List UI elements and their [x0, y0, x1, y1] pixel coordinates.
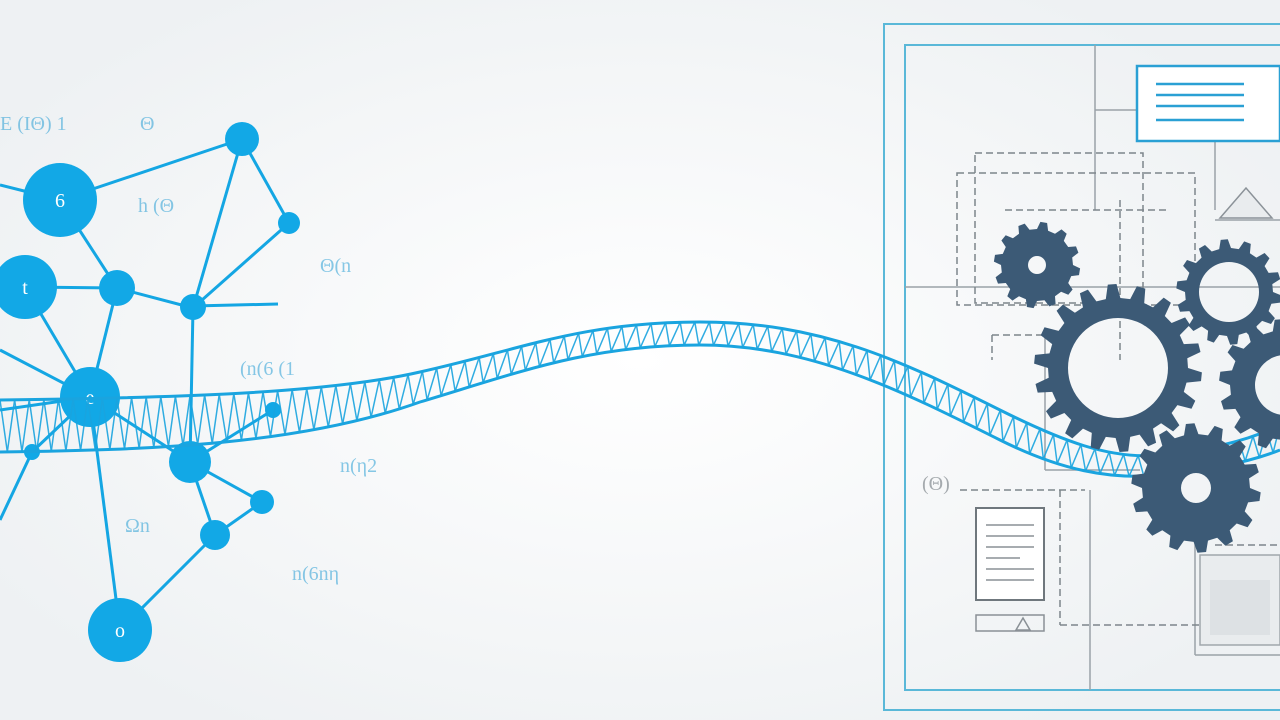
scribble-label: E (IΘ) 1 — [0, 113, 67, 135]
node-label: t — [22, 277, 28, 299]
document-icon — [975, 507, 1045, 632]
network-node — [265, 402, 281, 418]
network-node — [169, 441, 211, 483]
network-node — [99, 270, 135, 306]
gear-icon — [993, 221, 1280, 553]
triangle-icon — [1218, 186, 1274, 219]
network-node — [88, 598, 152, 662]
scribble-label: Θ — [140, 113, 154, 135]
scribble-label: n(η2 — [340, 455, 377, 477]
scribble-label: h (Θ — [138, 195, 174, 217]
node-label: o — [115, 620, 125, 642]
node-label: 6 — [55, 190, 65, 212]
network-node — [250, 490, 274, 514]
network-nodes — [0, 122, 300, 662]
bridge-ribbon — [0, 320, 1280, 478]
network-node — [23, 163, 97, 237]
network-node — [0, 255, 57, 319]
network-node — [278, 212, 300, 234]
side-panel-icon — [1199, 554, 1280, 646]
scribble-label: (Θ) — [922, 473, 950, 495]
scribble-label: Θ(n — [320, 255, 351, 277]
scribble-label: (n(6 (1 — [240, 358, 295, 380]
truss-lattice — [0, 321, 1280, 477]
scribble-label: n(6nη — [292, 563, 339, 585]
network-node — [225, 122, 259, 156]
title-block-icon — [1135, 64, 1280, 143]
blueprint-document — [883, 23, 1280, 711]
network-node — [200, 520, 230, 550]
scribble-label: Ωn — [125, 515, 150, 537]
network-node — [180, 294, 206, 320]
